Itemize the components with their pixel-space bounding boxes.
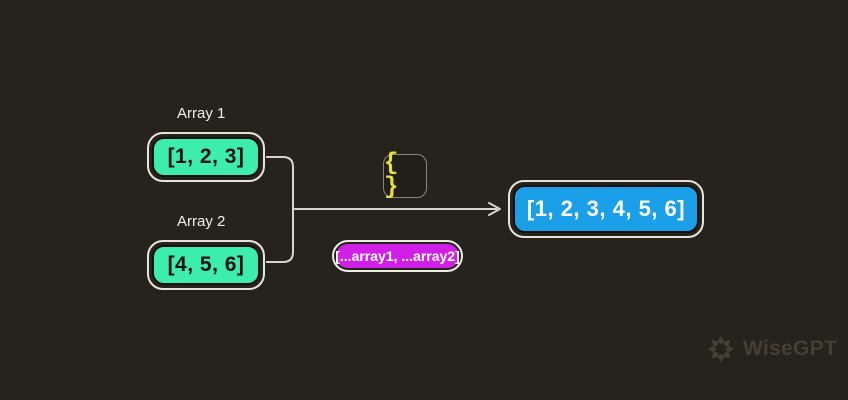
array-2-label: Array 2 — [177, 213, 226, 230]
array-1-fill: [1, 2, 3] — [152, 137, 260, 177]
array-1-value: [1, 2, 3] — [167, 145, 245, 168]
spread-syntax-text: [...array1, ...array2] — [335, 248, 460, 264]
array-2-value: [4, 5, 6] — [167, 253, 245, 276]
watermark-text: WiseGPT — [743, 337, 838, 360]
array-2-fill: [4, 5, 6] — [152, 245, 260, 285]
array-1-node[interactable]: [1, 2, 3] — [147, 132, 265, 182]
spread-syntax-fill: [...array1, ...array2] — [335, 244, 460, 268]
result-array-value: [1, 2, 3, 4, 5, 6] — [526, 196, 686, 221]
result-array-fill: [1, 2, 3, 4, 5, 6] — [513, 185, 699, 233]
curly-braces-icon: { } — [383, 150, 427, 201]
spread-syntax-badge[interactable]: [...array1, ...array2] — [332, 240, 463, 272]
array-2-node[interactable]: [4, 5, 6] — [147, 240, 265, 290]
array-1-label: Array 1 — [177, 105, 226, 122]
curly-braces-glyph: { } — [384, 150, 400, 201]
watermark: WiseGPT — [706, 334, 837, 364]
result-array-node[interactable]: [1, 2, 3, 4, 5, 6] — [508, 180, 704, 238]
pinwheel-icon — [707, 335, 735, 363]
